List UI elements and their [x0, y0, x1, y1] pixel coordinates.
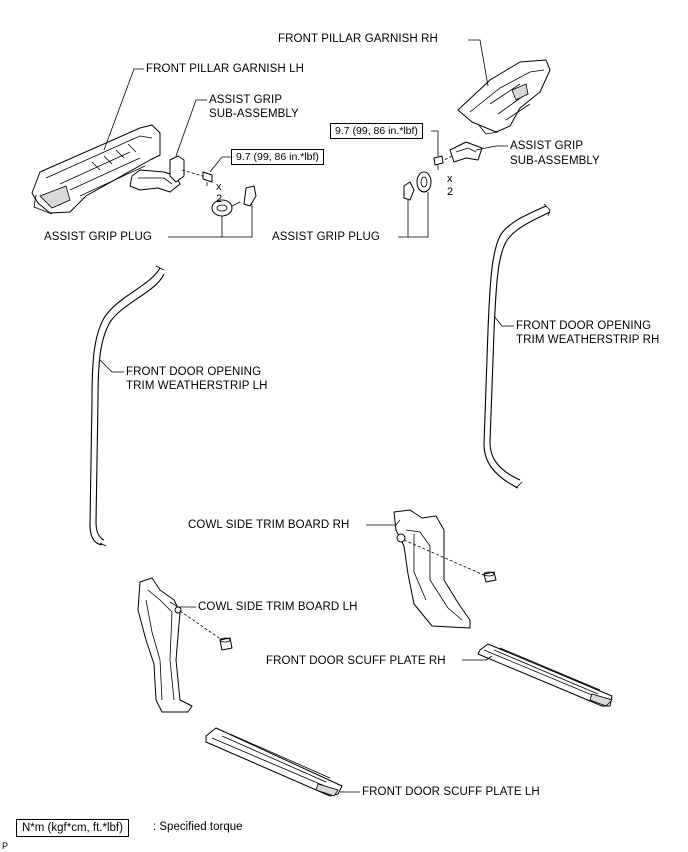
label-assist-grip-lh-line2: SUB-ASSEMBLY [209, 108, 299, 120]
bolt-lh-drawing [181, 169, 213, 186]
label-assist-grip-lh-line1: ASSIST GRIP [209, 94, 283, 106]
legend-torque-unit-box: N*m (kgf*cm, ft.*lbf) [16, 819, 129, 837]
label-cowl-side-trim-board-rh: COWL SIDE TRIM BOARD RH [188, 519, 350, 531]
label-front-door-scuff-plate-rh: FRONT DOOR SCUFF PLATE RH [266, 655, 446, 667]
label-front-pillar-garnish-rh: FRONT PILLAR GARNISH RH [278, 33, 438, 45]
assist-grip-rh-drawing [449, 141, 483, 163]
legend-specified-torque: : Specified torque [153, 821, 243, 833]
quantity-n-lh: 2 [216, 193, 223, 205]
quantity-n-rh: 2 [447, 186, 454, 198]
torque-spec-rh: 9.7 (99, 86 in.*lbf) [330, 123, 423, 139]
leader-lines [99, 39, 514, 793]
label-weatherstrip-lh-line1: FRONT DOOR OPENING [126, 366, 262, 378]
label-weatherstrip-lh-line2: TRIM WEATHERSTRIP LH [126, 380, 268, 392]
assist-grip-plugs-rh-drawing [403, 171, 432, 201]
torque-spec-lh: 9.7 (99, 86 in.*lbf) [231, 149, 324, 165]
quantity-x-lh: x [216, 181, 222, 193]
label-front-pillar-garnish-lh: FRONT PILLAR GARNISH LH [146, 63, 305, 75]
quantity-x-rh: x [447, 173, 453, 185]
label-assist-grip-plug-rh: ASSIST GRIP PLUG [272, 231, 380, 243]
assist-grip-plugs-lh-drawing [211, 185, 257, 217]
clip-lh-drawing [219, 637, 233, 651]
cowl-side-trim-board-lh-drawing [137, 577, 223, 713]
scuff-plate-lh-drawing [205, 727, 343, 797]
label-front-door-scuff-plate-lh: FRONT DOOR SCUFF PLATE LH [362, 786, 540, 798]
bolt-rh-drawing [433, 155, 453, 170]
label-assist-grip-plug-lh: ASSIST GRIP PLUG [44, 231, 152, 243]
label-assist-grip-rh-line1: ASSIST GRIP [510, 140, 584, 152]
clip-rh-drawing [483, 571, 497, 583]
label-weatherstrip-rh-line2: TRIM WEATHERSTRIP RH [516, 334, 660, 346]
front-pillar-garnish-lh-drawing [31, 124, 161, 215]
label-cowl-side-trim-board-lh: COWL SIDE TRIM BOARD LH [198, 601, 358, 613]
label-weatherstrip-rh-line1: FRONT DOOR OPENING [516, 320, 652, 332]
cowl-side-trim-board-rh-drawing [393, 509, 487, 629]
label-assist-grip-rh-line2: SUB-ASSEMBLY [510, 155, 600, 167]
page-marker: P [2, 841, 9, 851]
weatherstrip-lh-drawing [89, 265, 165, 547]
weatherstrip-rh-drawing [483, 203, 551, 489]
scuff-plate-rh-drawing [477, 643, 613, 707]
front-pillar-garnish-rh-drawing [457, 59, 551, 135]
assist-grip-lh-drawing [129, 155, 185, 193]
